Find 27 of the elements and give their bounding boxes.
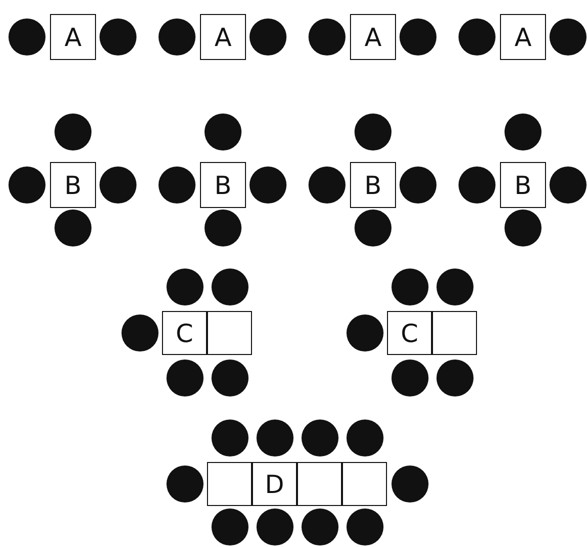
table-letter: B (214, 172, 232, 198)
table-box (50, 14, 96, 60)
table-box (207, 311, 252, 355)
table-letter: A (364, 24, 382, 50)
table-letter: C (176, 320, 194, 346)
table-box (200, 162, 246, 208)
table-box (387, 311, 432, 355)
table-box (350, 162, 396, 208)
table-box (342, 462, 387, 506)
table-box (207, 462, 252, 506)
table-letter: B (364, 172, 382, 198)
table-box (162, 311, 207, 355)
table-box (252, 462, 297, 506)
table-box (50, 162, 96, 208)
table-letter: C (400, 320, 418, 346)
table-box (297, 462, 342, 506)
table-box (200, 14, 246, 60)
table-letter: A (64, 24, 82, 50)
table-letter: B (514, 172, 532, 198)
table-box (500, 162, 546, 208)
table-letter: D (264, 472, 284, 496)
table-letter: A (514, 24, 532, 50)
table-box (432, 311, 477, 355)
table-box (500, 14, 546, 60)
table-box (350, 14, 396, 60)
table-letter: A (214, 24, 232, 50)
table-letter: B (64, 172, 82, 198)
